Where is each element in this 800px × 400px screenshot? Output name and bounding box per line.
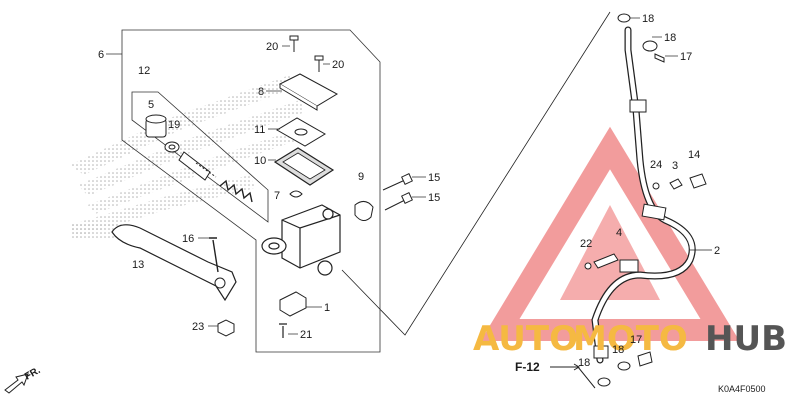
- part-diaphragm-inner: [282, 152, 326, 180]
- part-brake-switch: [279, 291, 307, 317]
- part-number-label: 12: [138, 65, 150, 77]
- reference-label: F-12: [515, 360, 540, 374]
- front-direction-arrow: FR.: [4, 365, 43, 394]
- automotohub-watermark: AUTO MOTO HUB: [473, 319, 787, 359]
- part-number-label: 11: [254, 124, 265, 136]
- part-cup: [145, 114, 167, 138]
- part-clamp: [354, 201, 374, 221]
- part-number-label: 9: [358, 171, 364, 183]
- part-screw-top: [289, 35, 324, 72]
- watermark-hub: HUB: [705, 319, 787, 359]
- part-number-label: 18: [578, 357, 590, 369]
- part-number-label: 7: [274, 190, 280, 202]
- part-master-cylinder: [261, 204, 341, 276]
- part-number-label: 22: [580, 238, 592, 250]
- diagram-code: K0A4F0500: [718, 384, 766, 394]
- leader-line-hose: [341, 11, 611, 336]
- part-number-label: 17: [680, 51, 692, 63]
- part-screw-switch: [279, 323, 287, 338]
- part-number-label: 21: [300, 329, 312, 341]
- part-clip: [289, 190, 303, 198]
- part-number-label: 14: [688, 149, 700, 161]
- part-number-label: 16: [182, 233, 194, 245]
- part-bolts: [382, 173, 413, 211]
- front-direction-label: FR.: [23, 365, 43, 383]
- part-banjo-bottom: [597, 351, 653, 387]
- part-lever-pivot: [214, 277, 226, 289]
- part-plate-hole: [294, 128, 308, 136]
- part-pivot-bolt: [209, 237, 219, 273]
- part-number-label: 20: [266, 41, 278, 53]
- part-number-label: 1: [324, 302, 330, 314]
- part-number-label: 15: [428, 172, 440, 184]
- part-seal: [164, 141, 180, 153]
- assembly-outline: [121, 29, 381, 353]
- part-number-label: 4: [616, 227, 622, 239]
- part-number-label: 13: [132, 259, 144, 271]
- part-number-label: 23: [192, 321, 204, 333]
- part-number-label: 18: [642, 13, 654, 25]
- part-number-label: 18: [664, 32, 676, 44]
- part-number-label: 10: [254, 155, 266, 167]
- part-spring: [219, 179, 253, 203]
- part-nut: [217, 319, 235, 337]
- part-piston: [178, 151, 217, 181]
- watermark-auto: AUTO: [473, 319, 578, 359]
- part-number-label: 6: [98, 49, 104, 61]
- part-brake-lever: [111, 224, 237, 302]
- part-number-label: 18: [612, 344, 624, 356]
- part-banjo-top: [617, 13, 665, 63]
- reference-arrow: [550, 363, 596, 389]
- watermark-moto: MOTO: [573, 319, 688, 359]
- part-number-label: 19: [168, 119, 180, 131]
- part-number-label: 5: [148, 99, 154, 111]
- part-number-label: 17: [630, 334, 642, 346]
- part-number-label: 20: [332, 59, 344, 71]
- part-number-label: 2: [714, 245, 720, 257]
- part-cap-edge: [279, 84, 318, 111]
- part-hose-guides: [584, 173, 707, 270]
- part-number-label: 8: [258, 86, 264, 98]
- part-brake-hose: [591, 26, 696, 364]
- part-number-label: 3: [672, 160, 678, 172]
- part-number-label: 15: [428, 192, 440, 204]
- part-number-label: 24: [650, 159, 662, 171]
- subassembly-outline: [131, 91, 269, 223]
